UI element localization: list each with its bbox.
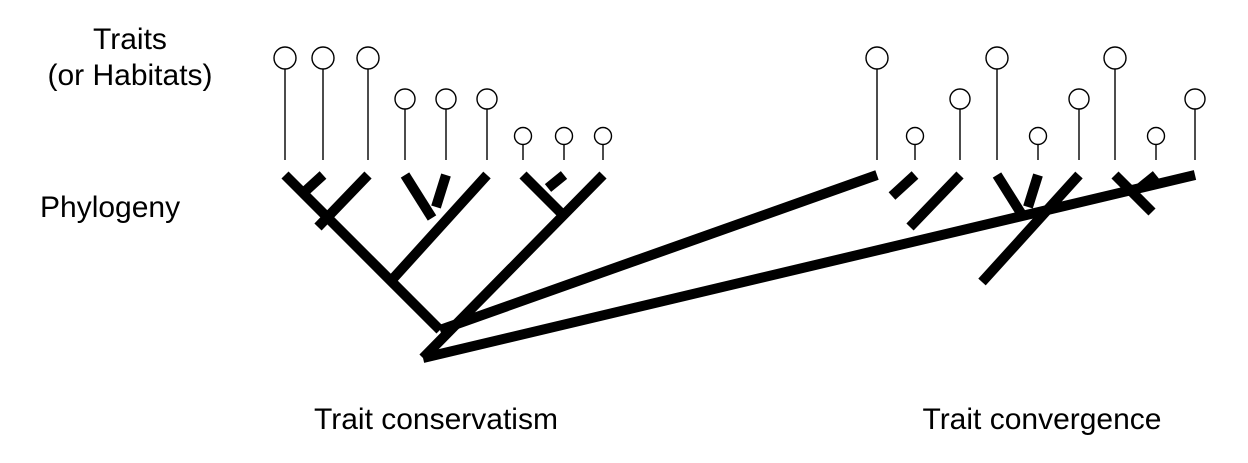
panel-title-conservatism: Trait conservatism <box>314 403 558 436</box>
traits-axis-label: Traits (or Habitats) <box>20 22 240 94</box>
trait-marker-large <box>273 46 297 70</box>
tree-branch <box>978 171 1083 286</box>
trait-marker-large <box>311 46 335 70</box>
traits-label-line1: Traits <box>93 23 167 56</box>
tree-branch <box>386 171 491 286</box>
tree-panel-conservatism <box>273 46 613 362</box>
panel-title-convergence: Trait convergence <box>922 403 1162 436</box>
trait-marker-small <box>513 126 533 146</box>
trait-marker-medium <box>1068 88 1090 110</box>
tree-branch <box>1111 171 1156 216</box>
trait-marker-medium <box>435 88 457 110</box>
trait-marker-medium <box>394 88 416 110</box>
trait-marker-medium <box>1184 88 1206 110</box>
tree-branch <box>992 172 1029 221</box>
tree-branch <box>1023 173 1043 209</box>
tree-branch <box>438 170 879 335</box>
trait-marker-small <box>554 126 574 146</box>
tree-branch <box>519 171 564 216</box>
trait-marker-small <box>905 126 925 146</box>
tree-branch <box>296 171 327 200</box>
tree-panel-convergence <box>421 46 1206 363</box>
tree-branch <box>421 170 1197 363</box>
traits-label-line2: (or Habitats) <box>47 59 213 92</box>
trait-marker-medium <box>949 88 971 110</box>
trait-marker-large <box>985 46 1009 70</box>
tree-branch <box>431 173 451 209</box>
trait-marker-small <box>593 126 613 146</box>
tree-branch <box>544 171 568 192</box>
trait-marker-medium <box>476 88 498 110</box>
tree-branch <box>888 171 919 200</box>
tree-branch <box>906 171 964 231</box>
trait-marker-small <box>1146 126 1166 146</box>
trait-marker-large <box>865 46 889 70</box>
trait-marker-large <box>356 46 380 70</box>
tree-branch <box>281 171 444 334</box>
phylogeny-axis-label: Phylogeny <box>40 191 181 224</box>
tree-branch <box>314 171 372 231</box>
tree-branch <box>400 172 437 221</box>
trait-marker-large <box>1103 46 1127 70</box>
trait-marker-small <box>1028 126 1048 146</box>
tree-branch <box>1136 171 1160 192</box>
